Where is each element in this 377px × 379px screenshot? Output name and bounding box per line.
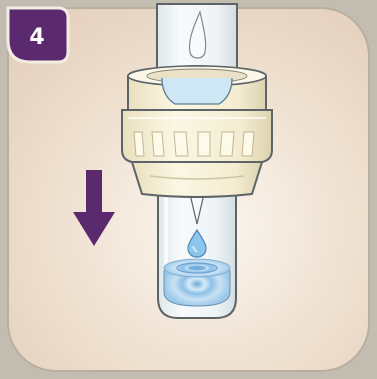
step-badge: 4	[8, 8, 68, 62]
step-number: 4	[29, 25, 44, 50]
vial	[158, 190, 236, 318]
vial-adapter	[122, 66, 272, 197]
